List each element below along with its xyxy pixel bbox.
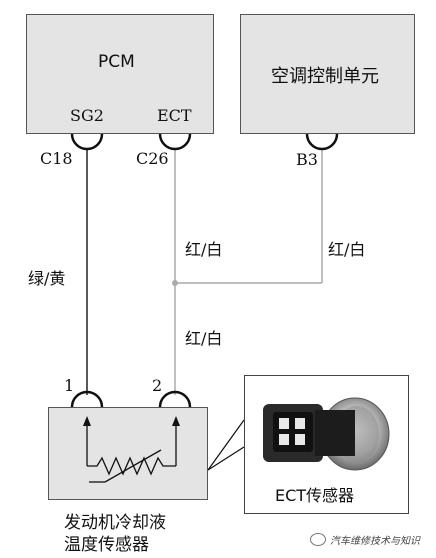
- ect-lower-wire-color-label: 红/白: [185, 329, 223, 348]
- sensor-pin1-label: 1: [64, 376, 75, 395]
- sg2-wire-color-label: 绿/黄: [28, 269, 66, 288]
- sensor-pin2-connector-icon: [158, 390, 192, 408]
- connector-b3-icon: [305, 133, 339, 151]
- connector-c26-icon: [158, 133, 192, 151]
- sensor-pin2-label: 2: [152, 376, 163, 395]
- ect-sensor-photo-frame: ECT传感器: [244, 375, 409, 514]
- ect-sensor-photo-caption: ECT传感器: [275, 486, 355, 505]
- connector-c18-label: C18: [40, 149, 73, 168]
- pcm-title: PCM: [98, 52, 135, 72]
- connector-c18-icon: [70, 133, 104, 151]
- ac-control-unit-box: [240, 14, 415, 134]
- pcm-box: [26, 14, 214, 134]
- thermistor-symbol-icon: [83, 416, 180, 483]
- pcm-pin-ect: ECT: [157, 106, 192, 125]
- pcm-pin-sg2: SG2: [70, 106, 104, 125]
- ect-sensor-photo-icon: [263, 397, 390, 471]
- wechat-icon: [310, 532, 326, 546]
- watermark-text: 汽车维修技术与知识: [330, 535, 420, 547]
- watermark: 汽车维修技术与知识: [310, 528, 420, 550]
- sensor-label-line1: 发动机冷却液: [64, 513, 166, 533]
- connector-b3-label: B3: [296, 150, 318, 169]
- splice-node: [172, 280, 178, 286]
- ect-upper-wire-color-label: 红/白: [185, 240, 223, 259]
- sensor-pin1-connector-icon: [70, 390, 104, 408]
- ac-wire-color-label: 红/白: [328, 240, 366, 259]
- sensor-label-line2: 温度传感器: [64, 535, 149, 555]
- connector-c26-label: C26: [136, 149, 169, 168]
- coolant-temp-sensor-box: [48, 407, 208, 500]
- ac-control-unit-title: 空调控制单元: [271, 66, 379, 87]
